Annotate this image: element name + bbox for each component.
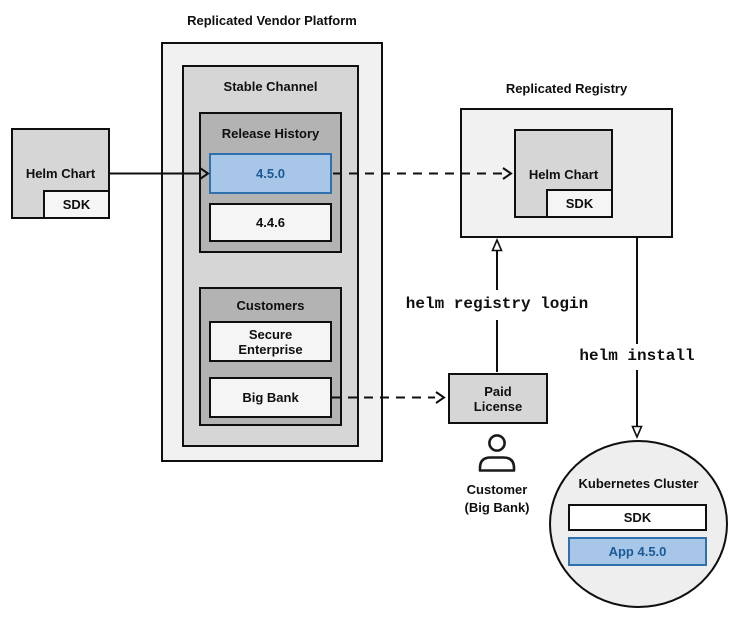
customer-item-big-bank-label: Big Bank — [242, 390, 299, 405]
release-item-450: 4.5.0 — [209, 153, 332, 194]
cluster-app-node: App 4.5.0 — [568, 537, 707, 566]
kubernetes-cluster-title: Kubernetes Cluster — [578, 476, 699, 491]
cluster-sdk-node: SDK — [568, 504, 707, 531]
release-item-446-label: 4.4.6 — [256, 215, 285, 230]
customers-title: Customers — [236, 298, 305, 313]
arrowhead-down-icon — [631, 425, 643, 440]
customer-item-secure-enterprise: Secure Enterprise — [209, 321, 332, 362]
cluster-app-label: App 4.5.0 — [608, 544, 667, 559]
registry-helm-chart-label: Helm Chart — [528, 167, 599, 182]
paid-license-node: Paid License — [448, 373, 548, 424]
release-history-title: Release History — [221, 126, 320, 141]
source-sdk-label: SDK — [62, 197, 91, 212]
release-item-446: 4.4.6 — [209, 203, 332, 242]
kubernetes-cluster-node: Kubernetes Cluster SDK App 4.5.0 — [549, 440, 728, 608]
customer-item-big-bank: Big Bank — [209, 377, 332, 418]
command-helm-registry-login: helm registry login — [405, 295, 589, 313]
cluster-sdk-label: SDK — [623, 510, 652, 525]
customers-container: Customers Secure Enterprise Big Bank — [199, 287, 342, 426]
source-helm-chart-label: Helm Chart — [25, 166, 96, 181]
vendor-platform-title: Replicated Vendor Platform — [187, 13, 357, 28]
release-item-450-label: 4.5.0 — [256, 166, 285, 181]
customer-person-icon — [478, 434, 516, 472]
arrowhead-right-icon — [435, 391, 446, 404]
release-history-container: Release History 4.5.0 4.4.6 — [199, 112, 342, 253]
stable-channel-container: Stable Channel Release History 4.5.0 4.4… — [182, 65, 359, 447]
command-helm-install: helm install — [579, 347, 695, 365]
registry-helm-chart-node: Helm Chart SDK — [514, 129, 613, 218]
stable-channel-title: Stable Channel — [223, 79, 318, 94]
registry-sdk-node: SDK — [546, 189, 613, 218]
customer-item-secure-enterprise-label: Secure Enterprise — [238, 326, 303, 357]
arrow-registry-to-cluster — [631, 238, 643, 440]
source-helm-chart-node: Helm Chart SDK — [11, 128, 110, 219]
registry-sdk-label: SDK — [565, 196, 594, 211]
paid-license-label: Paid License — [473, 383, 523, 414]
arrowhead-up-icon — [491, 237, 503, 252]
vendor-platform-container: Stable Channel Release History 4.5.0 4.4… — [161, 42, 383, 462]
registry-title: Replicated Registry — [505, 81, 628, 96]
customer-caption: Customer (Big Bank) — [464, 482, 530, 515]
registry-container: Helm Chart SDK — [460, 108, 673, 238]
source-sdk-node: SDK — [43, 190, 110, 219]
